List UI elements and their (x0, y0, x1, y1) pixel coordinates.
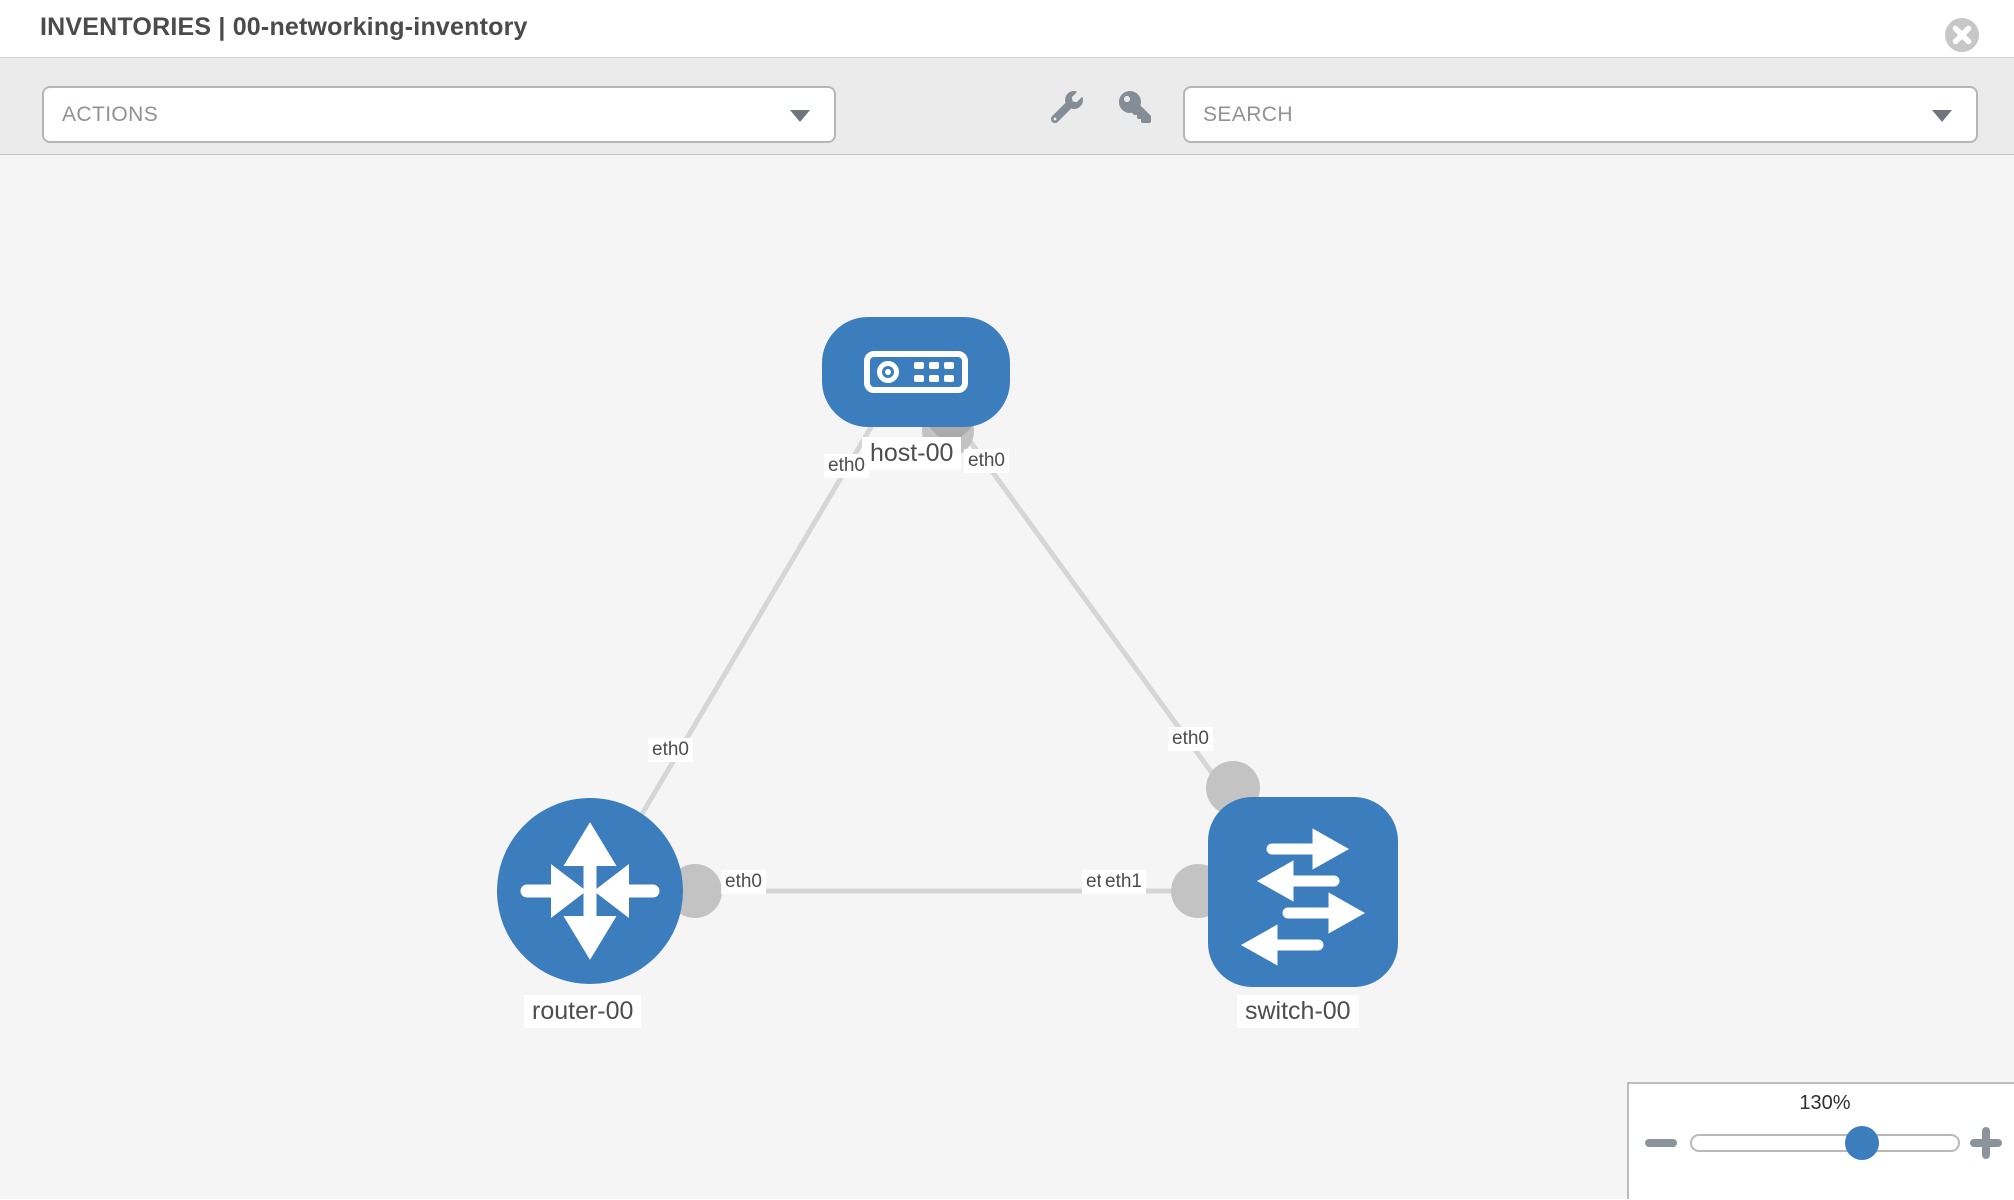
router-icon (520, 822, 660, 960)
topology-edges (590, 393, 1303, 918)
titlebar: INVENTORIES | 00-networking-inventory (0, 0, 2014, 57)
chevron-down-icon (1932, 109, 1952, 122)
close-icon[interactable] (1944, 17, 1980, 53)
search-dropdown[interactable]: SEARCH (1183, 86, 1978, 143)
actions-dropdown-label: ACTIONS (62, 102, 159, 126)
plus-icon (1982, 1127, 1990, 1159)
edge-arrowhead (927, 425, 974, 448)
toolbar: ACTIONS SEARCH (0, 57, 2014, 155)
page-title: INVENTORIES | 00-networking-inventory (40, 13, 528, 41)
zoom-slider[interactable] (1690, 1134, 1960, 1152)
zoom-panel: 130% (1627, 1082, 2014, 1199)
node-label-host: host-00 (862, 437, 962, 470)
topology-canvas[interactable]: host-00 router-00 switch-00 eth0 eth0 et… (0, 155, 2014, 1199)
zoom-out-button[interactable] (1645, 1139, 1677, 1147)
node-label-switch: switch-00 (1237, 995, 1359, 1028)
zoom-level: 130% (1799, 1092, 1851, 1114)
interface-label: eth0 (648, 738, 693, 762)
switch-icon (1240, 828, 1366, 966)
search-dropdown-label: SEARCH (1203, 102, 1293, 126)
wrench-icon[interactable] (1050, 91, 1083, 124)
interface-label: eth0 (824, 454, 869, 478)
interface-label: eth0 (1168, 727, 1213, 751)
interface-label: eth0 (964, 449, 1009, 473)
zoom-in-button[interactable] (1970, 1127, 2002, 1159)
node-router-00[interactable] (497, 798, 683, 984)
chevron-down-icon (790, 109, 810, 122)
interface-label: eth1 (1101, 870, 1146, 894)
zoom-slider-thumb[interactable] (1845, 1126, 1879, 1160)
node-host-00[interactable] (822, 317, 1010, 427)
host-icon (864, 351, 968, 393)
node-label-router: router-00 (524, 995, 642, 1028)
key-icon[interactable] (1119, 91, 1151, 123)
interface-label: eth0 (721, 870, 766, 894)
actions-dropdown[interactable]: ACTIONS (42, 86, 836, 143)
node-switch-00[interactable] (1208, 797, 1398, 987)
